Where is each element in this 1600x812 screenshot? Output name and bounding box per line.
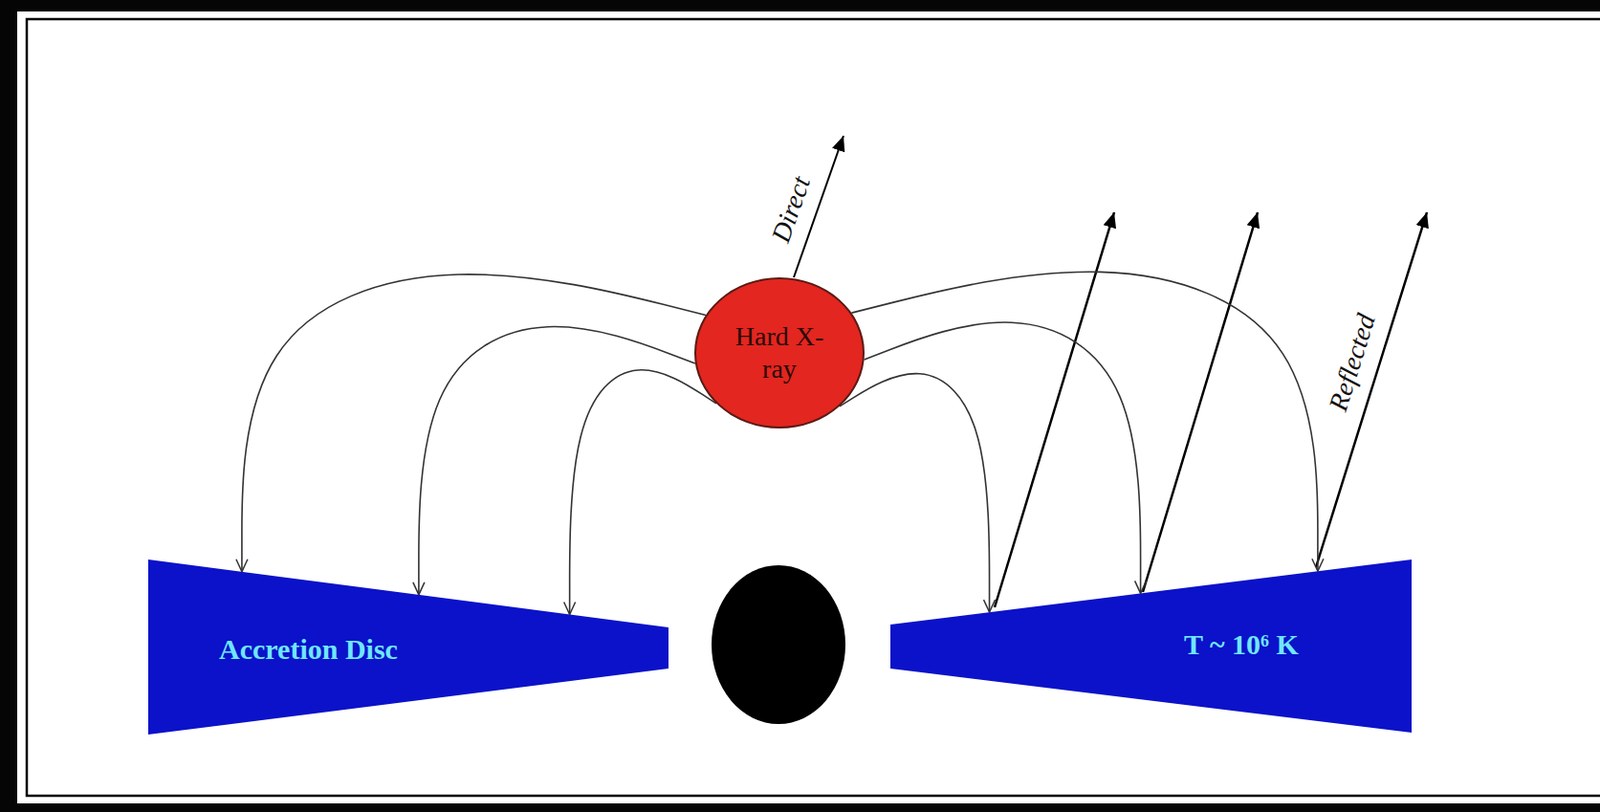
frame [26,19,1600,796]
disc-outline [890,559,1412,733]
source-label: Hard X-ray [733,320,826,385]
disc-label: Accretion Disc [219,633,398,666]
disc-outline [148,559,669,735]
accretion-disc: Accretion Disc [148,559,669,735]
irradiation-arrow [839,373,990,613]
disc-shape [890,559,1412,733]
irradiation-arrow [241,274,706,572]
reflected-arrow [1315,212,1427,568]
irradiation-arrow [418,327,696,595]
irradiation-arrow [864,322,1141,593]
reflected-arrow [1142,212,1258,592]
hard-x-ray-source: Hard X-ray [694,277,865,429]
irradiation-arrow [851,271,1317,571]
irradiation-arrow [569,370,717,615]
disc-label: T ~ 10⁶ K [1183,628,1299,661]
panel [17,11,1600,804]
accretion-disc-region: T ~ 10⁶ K [890,559,1412,733]
black-hole [711,565,846,724]
